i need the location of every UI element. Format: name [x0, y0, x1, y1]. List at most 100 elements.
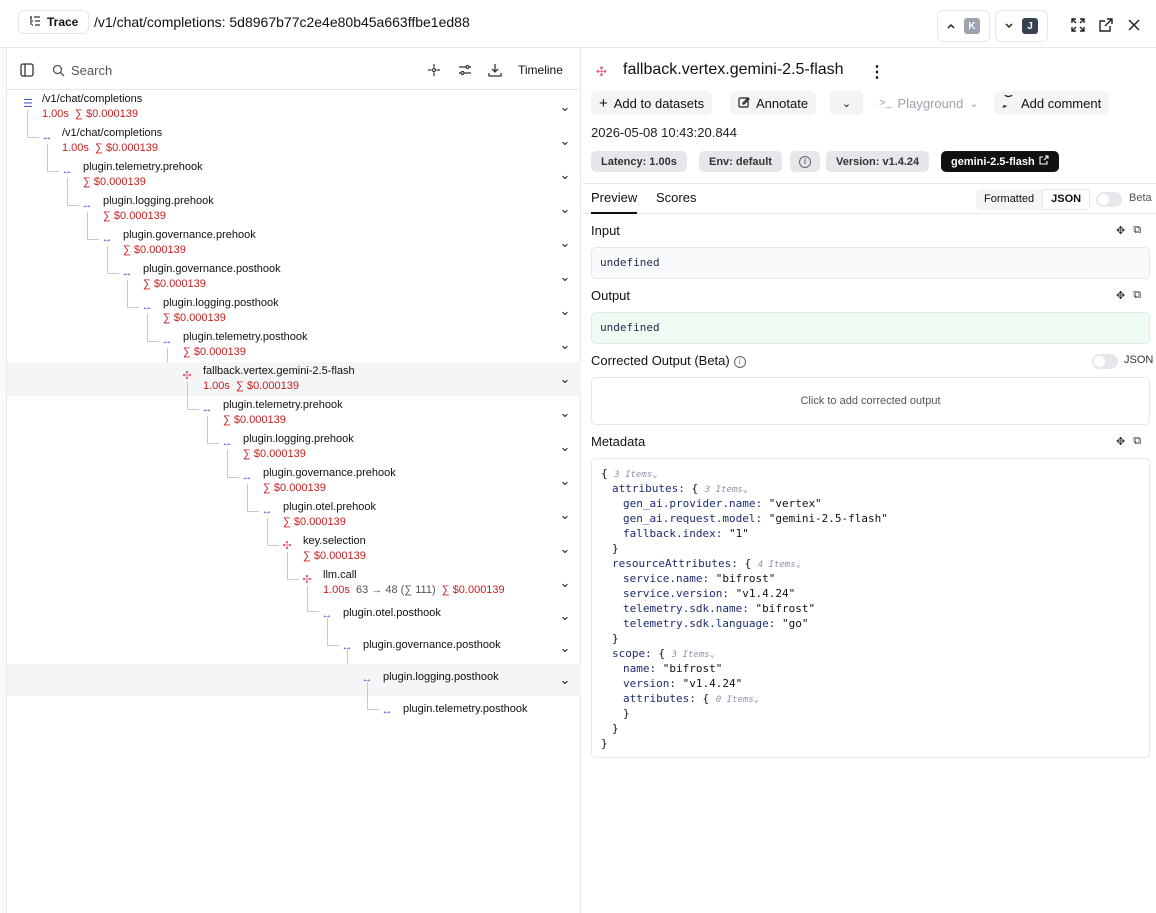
node-meta: ∑ $0.000139	[103, 210, 166, 222]
node-meta: ∑ $0.000139	[143, 278, 206, 290]
tree-node[interactable]: ↔ plugin.otel.posthook ⌄	[7, 600, 581, 632]
open-external-icon	[1039, 155, 1049, 168]
json-line[interactable]: attributes: { 0 Items⌄	[623, 692, 760, 705]
tree-node[interactable]: ↔ plugin.otel.prehook ∑ $0.000139 ⌄	[7, 498, 581, 532]
expand-icon[interactable]: ✥	[1116, 436, 1126, 448]
beta-label: Beta	[1129, 192, 1152, 204]
download-icon[interactable]	[487, 62, 503, 78]
chevron-down-icon[interactable]: ⌄	[559, 303, 571, 318]
span-arrow-icon: ↔	[321, 609, 333, 621]
expand-icon[interactable]	[1069, 16, 1087, 34]
chevron-down-icon[interactable]: ⌄	[559, 672, 571, 687]
tree-node[interactable]: ✣ llm.call 1.00s 63 → 48 (∑ 111) ∑ $0.00…	[7, 566, 581, 600]
tab-preview[interactable]: Preview	[591, 190, 638, 214]
chevron-down-icon[interactable]: ⌄	[559, 507, 571, 522]
chevron-down-icon[interactable]: ⌄	[559, 99, 571, 114]
tree-node[interactable]: ↔ plugin.logging.posthook ⌄	[7, 664, 581, 696]
tree-node[interactable]: ↔ plugin.telemetry.prehook ∑ $0.000139 ⌄	[7, 396, 581, 430]
corrected-json-toggle[interactable]	[1092, 354, 1118, 369]
chevron-down-icon[interactable]: ⌄	[559, 201, 571, 216]
node-meta: ∑ $0.000139	[123, 244, 186, 256]
chevron-down-icon[interactable]: ⌄	[559, 405, 571, 420]
open-external-icon[interactable]	[1097, 16, 1115, 34]
chevron-down-icon[interactable]: ⌄	[559, 167, 571, 182]
chevron-down-icon[interactable]: ⌄	[559, 439, 571, 454]
annotate-dropdown-button[interactable]: ⌄	[830, 91, 863, 115]
latency-badge: Latency: 1.00s	[591, 151, 687, 172]
node-meta: ∑ $0.000139	[283, 516, 346, 528]
node-name: plugin.logging.posthook	[383, 671, 499, 683]
annotate-button[interactable]: Annotate	[730, 91, 817, 115]
copy-icon[interactable]: ⧉	[1133, 435, 1142, 447]
chevron-down-icon[interactable]: ⌄	[559, 269, 571, 284]
tree-node[interactable]: ↔ plugin.governance.prehook ∑ $0.000139 …	[7, 226, 581, 260]
expand-icon[interactable]: ✥	[1116, 225, 1126, 237]
json-line: }	[612, 542, 619, 555]
json-line: telemetry.sdk.language: "go"	[623, 617, 809, 630]
add-comment-button[interactable]: Add comment	[994, 85, 1110, 115]
info-icon[interactable]: i	[733, 355, 746, 368]
json-option[interactable]: JSON	[1042, 189, 1091, 210]
tree-node[interactable]: ☰ /v1/chat/completions 1.00s ∑ $0.000139…	[7, 90, 581, 124]
json-line: }	[612, 722, 619, 735]
tree-node[interactable]: ↔ plugin.governance.posthook ⌄	[7, 632, 581, 664]
formatted-option[interactable]: Formatted	[984, 193, 1035, 205]
tree-connector	[127, 280, 139, 308]
tree-node-selected[interactable]: ✣ fallback.vertex.gemini-2.5-flash 1.00s…	[7, 362, 581, 396]
json-line[interactable]: scope: { 3 Items⌄	[612, 647, 715, 660]
chevron-down-icon[interactable]: ⌄	[559, 575, 571, 590]
beta-toggle[interactable]	[1096, 192, 1122, 207]
tree-node[interactable]: ↔ plugin.governance.posthook ∑ $0.000139…	[7, 260, 581, 294]
corrected-output-field[interactable]: Click to add corrected output	[591, 377, 1150, 425]
sidebar-toggle-icon[interactable]	[19, 62, 35, 78]
tree-node[interactable]: ↔ /v1/chat/completions 1.00s ∑ $0.000139…	[7, 124, 581, 158]
node-name: fallback.vertex.gemini-2.5-flash	[203, 365, 355, 377]
next-span-button[interactable]: J	[995, 10, 1048, 42]
more-vertical-icon[interactable]: ⋮	[869, 64, 885, 81]
tree-node[interactable]: ↔ plugin.telemetry.posthook	[7, 696, 581, 728]
tree-node[interactable]: ✣ key.selection ∑ $0.000139 ⌄	[7, 532, 581, 566]
tree-node[interactable]: ↔ plugin.logging.posthook ∑ $0.000139 ⌄	[7, 294, 581, 328]
json-line[interactable]: attributes: { 3 Items⌄	[612, 482, 749, 495]
corrected-output-title: Corrected Output (Beta)i	[591, 353, 746, 368]
copy-icon[interactable]: ⧉	[1133, 289, 1142, 301]
tree-node[interactable]: ↔ plugin.telemetry.posthook ∑ $0.000139 …	[7, 328, 581, 362]
tab-scores[interactable]: Scores	[656, 190, 697, 205]
add-to-datasets-button[interactable]: + Add to datasets	[591, 91, 713, 115]
tree-node[interactable]: ↔ plugin.logging.prehook ∑ $0.000139 ⌄	[7, 430, 581, 464]
chevron-down-icon[interactable]: ⌄	[559, 608, 571, 623]
tree-node[interactable]: ↔ plugin.logging.prehook ∑ $0.000139 ⌄	[7, 192, 581, 226]
span-detail-panel: ✣ fallback.vertex.gemini-2.5-flash ⋮ + A…	[583, 48, 1156, 913]
copy-icon[interactable]: ⧉	[1133, 224, 1142, 236]
metadata-actions: ✥ ⧉	[1116, 435, 1141, 448]
tree-connector	[227, 450, 239, 478]
chevron-down-icon[interactable]: ⌄	[559, 473, 571, 488]
chevron-down-icon[interactable]: ⌄	[559, 640, 571, 655]
tree-node[interactable]: ↔ plugin.telemetry.prehook ∑ $0.000139 ⌄	[7, 158, 581, 192]
focus-icon[interactable]	[426, 62, 442, 78]
node-name: plugin.governance.prehook	[123, 229, 256, 241]
model-badge[interactable]: gemini-2.5-flash	[941, 151, 1059, 172]
output-actions: ✥ ⧉	[1116, 289, 1141, 302]
node-meta: 1.00s 63 → 48 (∑ 111) ∑ $0.000139	[323, 584, 505, 596]
search-input[interactable]: Search	[71, 63, 113, 78]
expand-icon[interactable]: ✥	[1116, 290, 1126, 302]
chevron-down-icon[interactable]: ⌄	[559, 541, 571, 556]
close-icon[interactable]	[1125, 16, 1143, 34]
chevron-down-icon[interactable]: ⌄	[559, 235, 571, 250]
previous-span-button[interactable]: K	[937, 10, 990, 42]
chevron-down-icon[interactable]: ⌄	[559, 371, 571, 386]
node-name: plugin.otel.posthook	[343, 607, 441, 619]
chevron-down-icon[interactable]: ⌄	[559, 133, 571, 148]
node-meta: ∑ $0.000139	[163, 312, 226, 324]
format-switch: Formatted JSON	[976, 189, 1091, 210]
playground-button[interactable]: >_ Playground ⌄	[871, 91, 987, 115]
json-line[interactable]: resourceAttributes: { 4 Items⌄	[612, 557, 802, 570]
tree-node[interactable]: ↔ plugin.governance.prehook ∑ $0.000139 …	[7, 464, 581, 498]
timeline-toggle[interactable]: Timeline	[518, 63, 563, 77]
filter-settings-icon[interactable]	[457, 62, 473, 78]
info-icon[interactable]: i	[790, 151, 820, 172]
trace-tab[interactable]: Trace	[18, 10, 90, 34]
node-meta: 1.00s ∑ $0.000139	[42, 108, 138, 120]
chevron-down-icon[interactable]: ⌄	[559, 337, 571, 352]
